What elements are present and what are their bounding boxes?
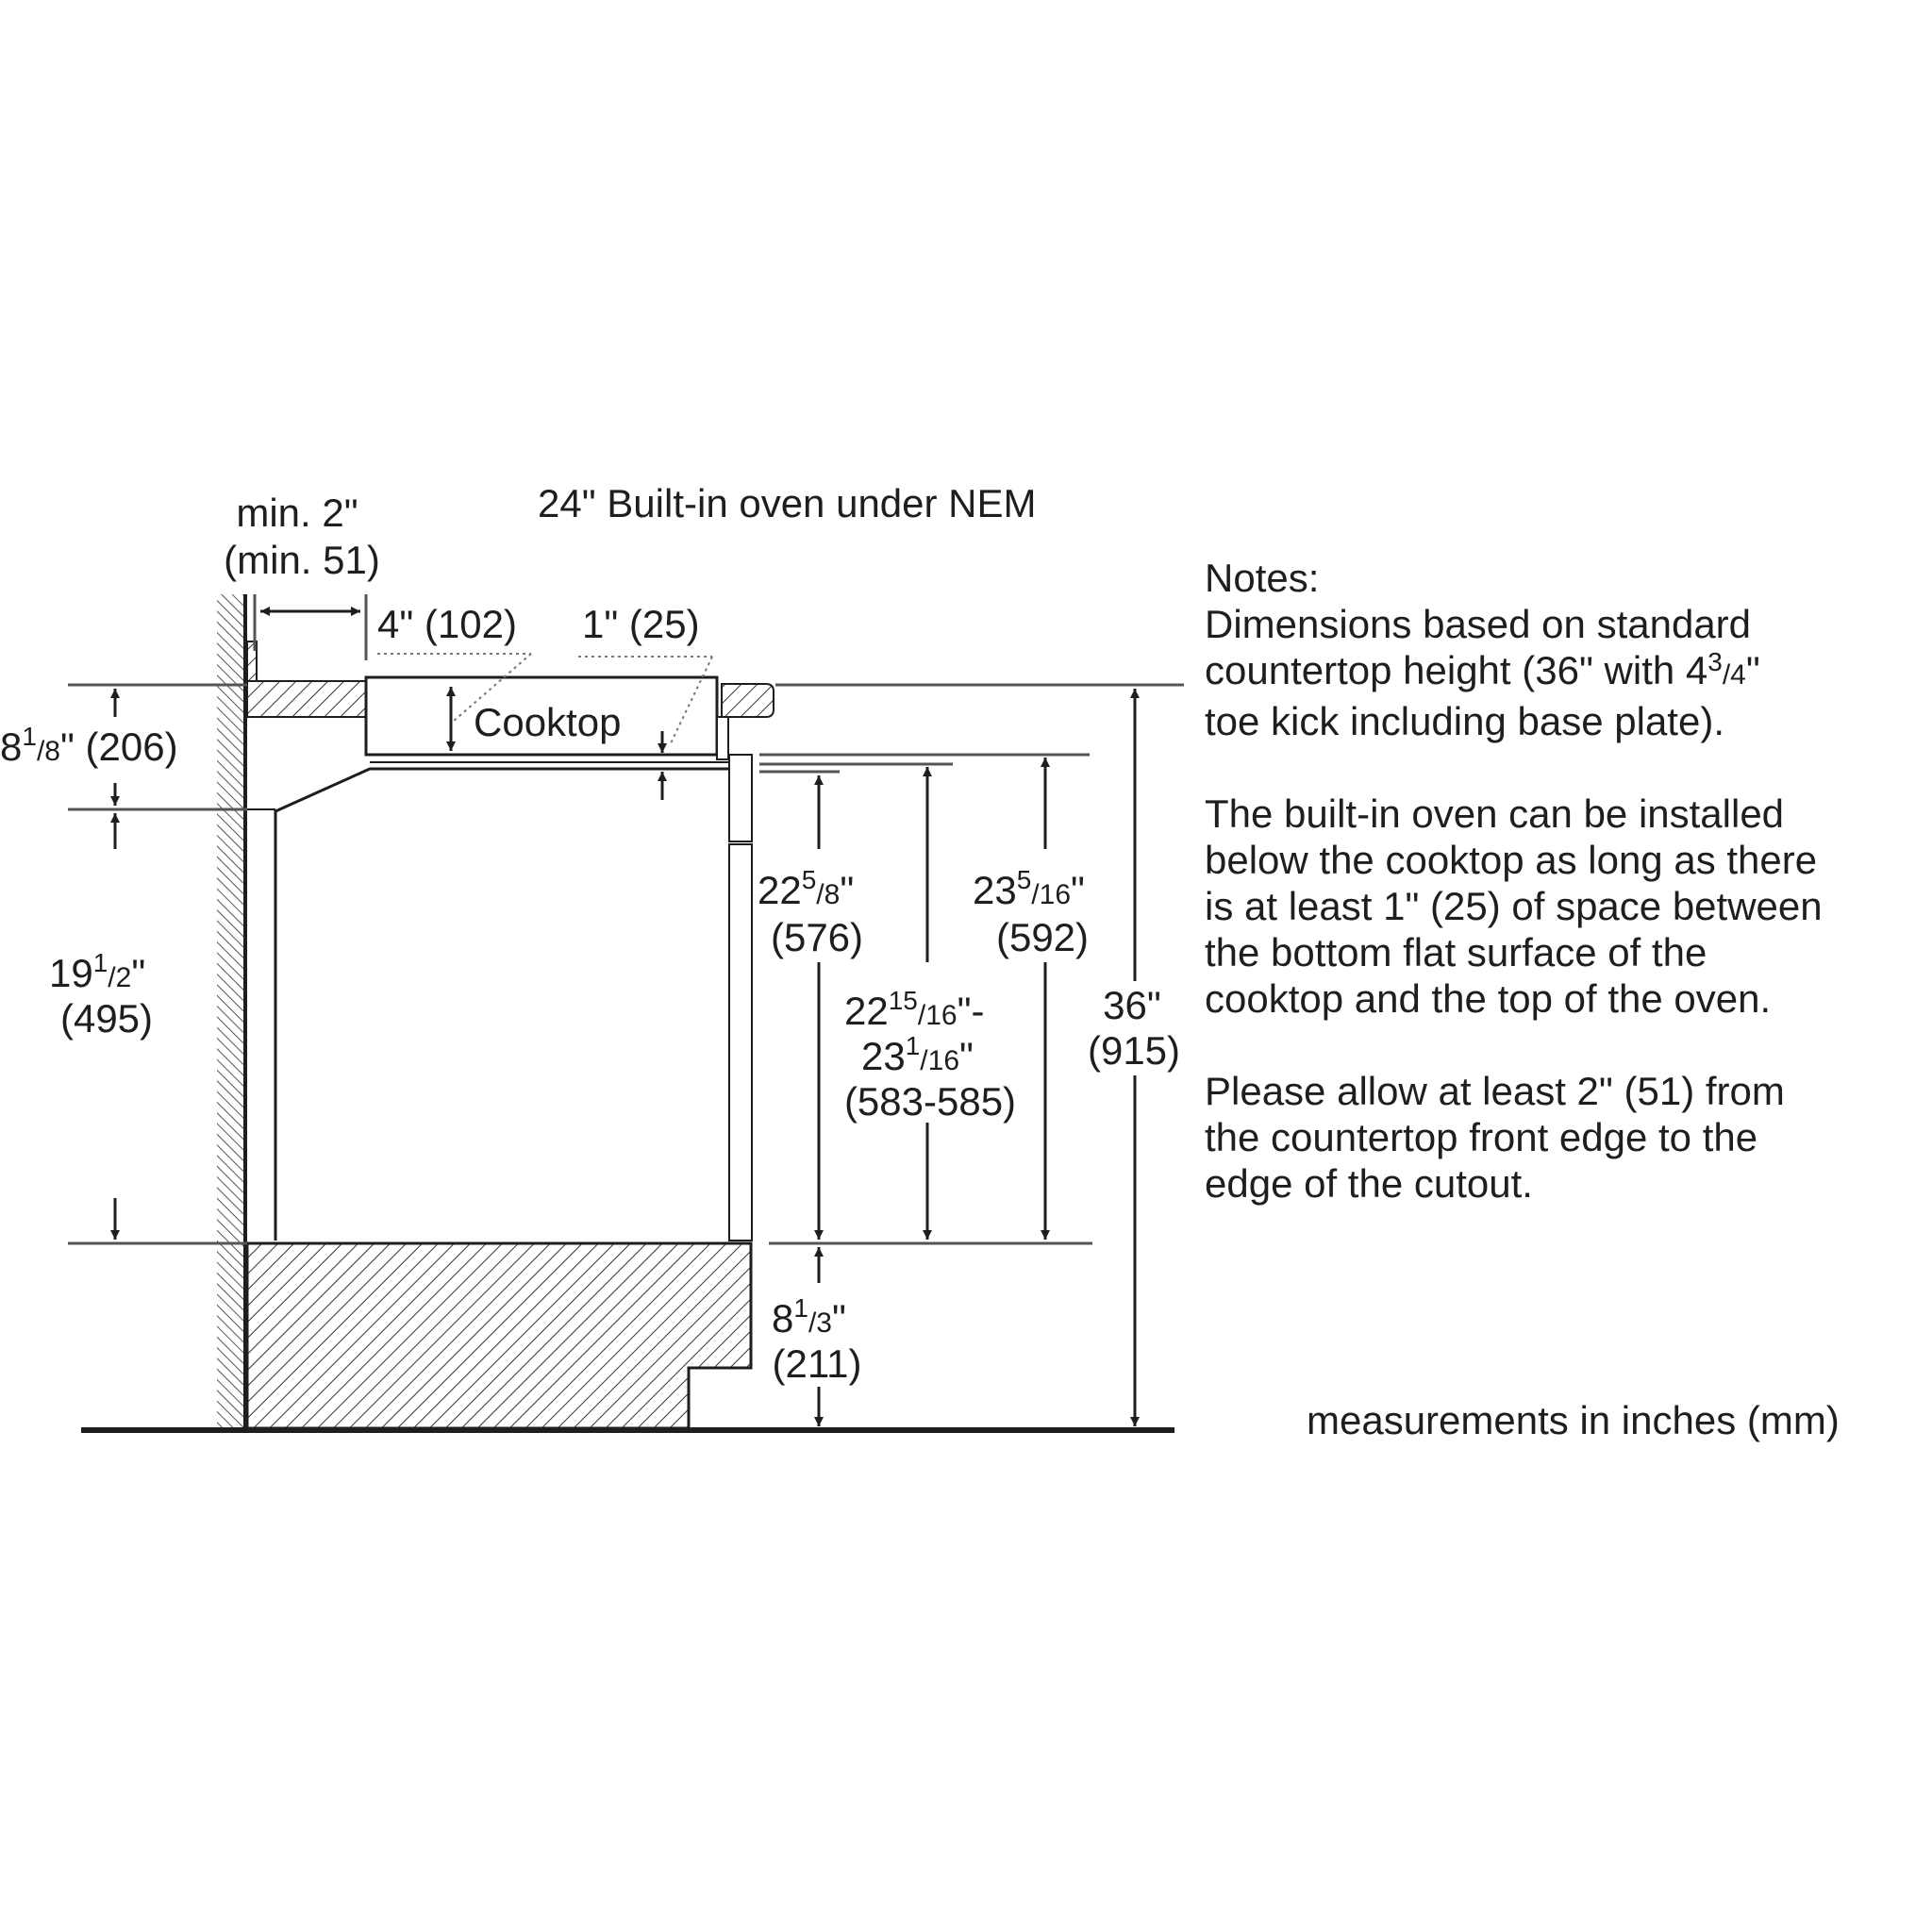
- base-cabinet: [245, 1241, 753, 1430]
- total-height-mm: (915): [1088, 1028, 1180, 1073]
- min-gap-mm: (min. 51): [224, 538, 380, 582]
- cooktop-depth-label: 4" (102): [377, 602, 517, 646]
- countertop: [246, 641, 774, 718]
- units-footer: measurements in inches (mm): [1307, 1398, 1840, 1442]
- oven: [247, 754, 753, 1241]
- notes-paragraph-1: Dimensions based on standard countertop …: [1205, 602, 1760, 743]
- notes-panel: Notes: Dimensions based on standard coun…: [1205, 555, 1931, 1253]
- base-height-mm: (211): [773, 1341, 862, 1386]
- notes-paragraph-2: The built-in oven can be installed below…: [1205, 791, 1823, 1021]
- dotted-leaders: [377, 653, 713, 746]
- total-height-inch: 36": [1103, 983, 1161, 1027]
- reference-lines: [68, 594, 1184, 1245]
- back-wall: [217, 594, 247, 1432]
- cooktop-label: Cooktop: [474, 700, 621, 744]
- oven-cavity-mm: (495): [60, 996, 153, 1041]
- oven-height-a-mm: (576): [771, 915, 863, 959]
- countertop-to-oven-label: 81/8" (206): [0, 722, 178, 769]
- min-gap-inch: min. 2": [236, 491, 358, 535]
- notes-paragraph-3: Please allow at least 2" (51) from the c…: [1205, 1069, 1785, 1206]
- oven-height-b-mm: (592): [996, 915, 1089, 959]
- cutout-height-max: 231/16": [861, 1031, 974, 1078]
- notes-heading: Notes:: [1205, 556, 1320, 600]
- oven-cavity-inch: 191/2": [49, 948, 145, 995]
- diagram-title: 24" Built-in oven under NEM: [538, 481, 1037, 525]
- cooktop: Cooktop: [364, 675, 729, 760]
- cutout-height-mm: (583-585): [844, 1079, 1016, 1124]
- oven-height-b-inch: 235/16": [973, 865, 1085, 912]
- dimension-arrows: [110, 607, 1140, 1426]
- cooktop-clearance-label: 1" (25): [582, 602, 700, 646]
- base-height-inch: 81/3": [772, 1293, 846, 1341]
- cutout-height-min: 2215/16"-: [844, 986, 985, 1033]
- oven-height-a-inch: 225/8": [758, 865, 854, 912]
